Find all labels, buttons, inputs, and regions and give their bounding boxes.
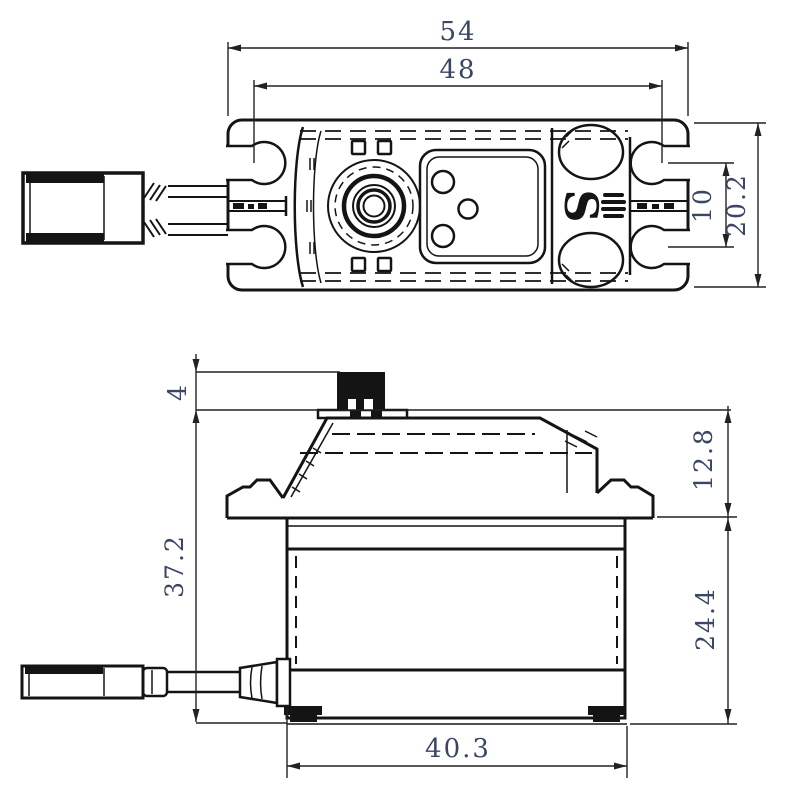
top-view-body-outline bbox=[226, 118, 690, 292]
case-screws bbox=[350, 139, 393, 273]
wire-crimp-top bbox=[143, 182, 167, 238]
output-shaft-knob bbox=[316, 372, 409, 420]
top-plate bbox=[418, 148, 547, 265]
dim-body-width: 20.2 bbox=[694, 122, 766, 288]
case-bump-bottom bbox=[557, 231, 625, 289]
dim-label-24-4: 24.4 bbox=[691, 587, 720, 651]
dim-overall-length: 54 bbox=[227, 17, 689, 116]
dim-label-10: 10 bbox=[688, 187, 717, 223]
dim-shaft-and-overall-height: 4 37.2 bbox=[160, 354, 200, 722]
dim-mount-hole-span: 48 bbox=[253, 55, 663, 163]
dim-label-20-2: 20.2 bbox=[722, 173, 751, 237]
dim-hole-pair-spacing: 10 bbox=[668, 162, 734, 248]
dim-label-48: 48 bbox=[439, 55, 476, 85]
top-view: S bbox=[21, 17, 766, 292]
vent-bars bbox=[601, 193, 626, 218]
servo-connector-side bbox=[20, 664, 145, 700]
side-view: 4 37.2 12.8 24.4 40.3 bbox=[20, 354, 737, 778]
mounting-hole-cutouts bbox=[226, 140, 690, 270]
right-case-section: S bbox=[550, 123, 632, 289]
dim-upper-and-lower-height: 12.8 24.4 bbox=[689, 406, 732, 724]
servo-connector-top bbox=[21, 171, 145, 245]
servo-wire-side bbox=[141, 666, 240, 698]
dim-body-length: 40.3 bbox=[286, 710, 628, 778]
dim-label-37-2: 37.2 bbox=[160, 534, 189, 598]
plate-hole bbox=[430, 169, 456, 195]
right-wire-rail bbox=[630, 200, 688, 212]
wire-grommet bbox=[238, 657, 292, 708]
dim-label-4: 4 bbox=[163, 383, 192, 401]
savox-logo: S bbox=[554, 189, 608, 222]
servo-wires-top bbox=[143, 182, 228, 238]
dim-label-40-3: 40.3 bbox=[425, 734, 491, 764]
dim-label-12-8: 12.8 bbox=[689, 427, 718, 491]
upper-case bbox=[225, 416, 655, 520]
lower-case bbox=[285, 516, 627, 720]
dim-label-54: 54 bbox=[439, 17, 476, 47]
left-wire-rail bbox=[228, 196, 288, 216]
case-feet bbox=[284, 706, 627, 725]
output-shaft bbox=[327, 159, 421, 253]
plate-hole bbox=[430, 223, 456, 249]
extension-lines bbox=[196, 371, 737, 725]
case-end-cap bbox=[293, 126, 322, 288]
plate-hole bbox=[457, 198, 479, 220]
top-view-hidden-lines bbox=[300, 130, 628, 282]
case-bump-top bbox=[557, 123, 625, 181]
